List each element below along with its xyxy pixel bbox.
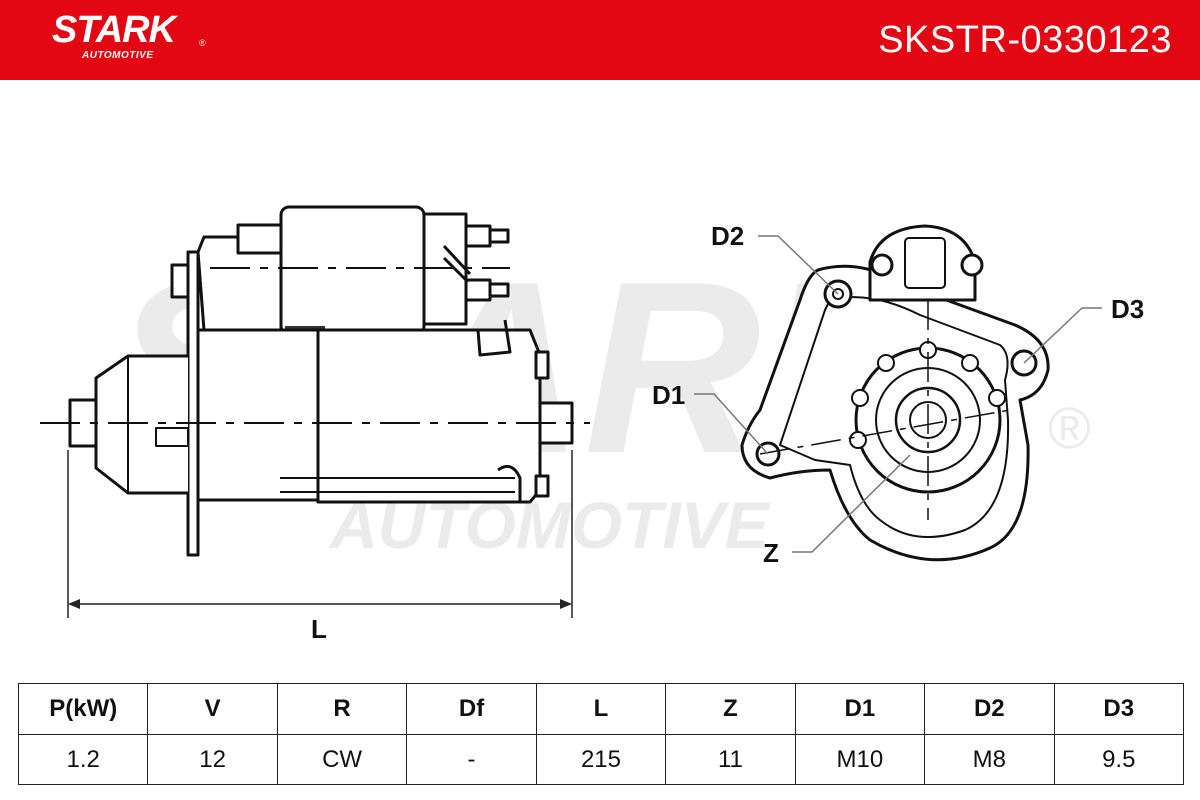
spec-value: 1.2 (17, 734, 149, 785)
label-z: Z (763, 538, 779, 568)
label-d1: D1 (652, 380, 685, 410)
drive-nose (94, 354, 188, 495)
spec-header: L (535, 683, 667, 735)
spec-value: M8 (924, 734, 1055, 785)
pinion-hub (909, 401, 947, 439)
watermark-registered: ® (1048, 396, 1091, 461)
length-label: L (311, 614, 327, 644)
yoke-bracket-top (534, 350, 550, 380)
leader-z (792, 454, 911, 553)
callouts (694, 235, 1102, 553)
spec-header: P(kW) (17, 683, 149, 735)
brand-name: STARK (52, 9, 176, 51)
flange-inner-outline (779, 296, 1010, 539)
solenoid-body (279, 205, 426, 336)
boss-slot (904, 237, 946, 289)
spec-value-row: 1.2 12 CW - 215 11 M10 M8 9.5 (17, 734, 1184, 785)
part-number: SKSTR-0330123 (878, 19, 1172, 61)
boss-bolt-right (960, 253, 984, 277)
spec-value: 9.5 (1053, 734, 1184, 785)
brand-subtitle: AUTOMOTIVE (82, 50, 154, 61)
spec-value: 215 (535, 734, 667, 785)
leader-d1 (694, 393, 769, 455)
brand-logo: STARK AUTOMOTIVE ® (52, 10, 212, 65)
front-centerline-h (759, 409, 1011, 455)
leader-d3 (1023, 307, 1102, 364)
callout-labels: D2 D3 D1 Z (652, 221, 1144, 568)
terminal-bolts (442, 224, 510, 302)
spec-header: D2 (924, 683, 1055, 735)
spec-header: R (276, 683, 408, 735)
nose-detail (127, 356, 189, 493)
spec-value: 11 (665, 734, 796, 785)
registered-mark: ® (199, 38, 206, 48)
yoke-hook (497, 464, 522, 502)
spec-header: Df (406, 683, 537, 735)
header-bar: STARK AUTOMOTIVE ® SKSTR-0330123 (0, 0, 1200, 80)
spec-value: - (406, 734, 537, 785)
side-view (40, 205, 590, 557)
spec-value: CW (276, 734, 408, 785)
technical-drawing: STARK AUTOMOTIVE ® (40, 205, 1144, 644)
motor-body (196, 328, 320, 502)
label-d3: D3 (1111, 294, 1144, 324)
length-dimension: L (67, 450, 573, 644)
boss-bolt-left (870, 253, 894, 277)
solenoid-plunger (236, 223, 283, 255)
leader-d2 (758, 235, 839, 295)
spec-header: Z (665, 683, 796, 735)
motor-yoke (316, 328, 542, 504)
yoke-bracket-bottom (534, 474, 550, 498)
housing-tab (170, 263, 190, 299)
spec-value: 12 (147, 734, 278, 785)
spec-header: D3 (1053, 683, 1184, 735)
spec-value: M10 (794, 734, 926, 785)
spec-header: V (147, 683, 278, 735)
gear-teeth (849, 341, 1006, 449)
front-view (740, 224, 1050, 562)
spec-header: D1 (794, 683, 926, 735)
spec-header-row: P(kW) V R Df L Z D1 D2 D3 (17, 683, 1184, 735)
through-bolt (280, 477, 515, 493)
terminal-bracket (476, 319, 512, 357)
label-d2: D2 (711, 221, 744, 251)
spec-table: P(kW) V R Df L Z D1 D2 D3 1.2 12 CW - 21… (17, 683, 1184, 785)
